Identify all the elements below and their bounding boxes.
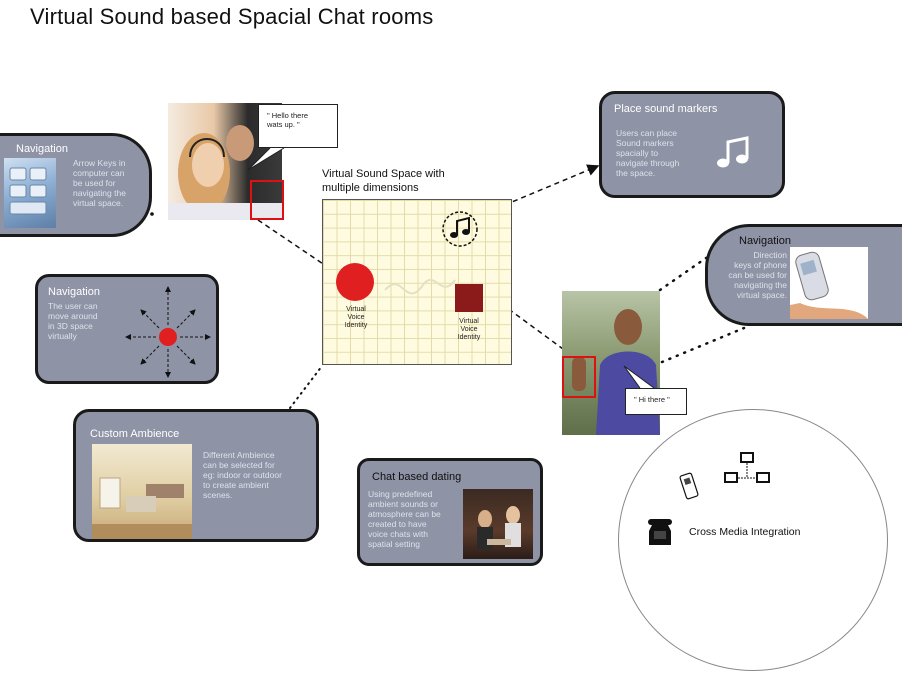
connector-hello-to-space — [257, 219, 340, 275]
voice-identity-red-circle — [336, 263, 374, 301]
voice-identity-dark-square — [455, 284, 483, 312]
panel-chat-dating: Chat based dating Using predefined ambie… — [357, 458, 543, 566]
panel-text: Arrow Keys in computer can be used for n… — [73, 158, 126, 208]
bubble-tail — [247, 147, 285, 171]
dating-scene-image — [463, 489, 533, 559]
sound-wave — [384, 278, 456, 295]
arrows-icon — [125, 286, 211, 378]
panel-place-markers: Place sound markers Users can place Soun… — [599, 91, 785, 198]
panel-text: The user can move around in 3D space vir… — [48, 301, 98, 341]
panel-title: Custom Ambience — [90, 428, 180, 440]
room-interior-image — [92, 444, 192, 539]
panel-text: Direction keys of phone can be used for … — [728, 250, 787, 300]
keyboard-icon — [9, 167, 47, 215]
connector-dot-keyboard — [150, 212, 154, 216]
music-note-icon — [717, 136, 749, 168]
connector-phone-top — [658, 256, 708, 292]
cross-media-circle — [618, 409, 888, 671]
panel-nav-3d: Navigation The user can move around in 3… — [35, 274, 219, 384]
panel-custom-ambience: Custom Ambience Different Ambience can b… — [73, 409, 319, 542]
music-marker-circle — [442, 211, 478, 247]
virtual-sound-space: Virtual Voice Identity Virtual Voice Ide… — [322, 199, 512, 365]
panel-text: Users can place Sound markers spacially … — [616, 128, 680, 178]
space-title-line1: Virtual Sound Space with — [322, 168, 445, 180]
cross-media-label: Cross Media Integration — [689, 526, 801, 538]
phone-icon — [648, 519, 672, 545]
hand-phone-image — [790, 247, 868, 319]
panel-nav-phone: Navigation Direction keys of phone can b… — [705, 224, 902, 326]
panel-text: Different Ambience can be selected for e… — [203, 450, 282, 500]
space-title-line2: multiple dimensions — [322, 182, 419, 194]
page-title: Virtual Sound based Spacial Chat rooms — [30, 4, 434, 29]
panel-title: Navigation — [739, 235, 791, 247]
speech-bubble-hi: " Hi there " — [625, 388, 687, 415]
speech-bubble-hello: " Hello there wats up. " — [258, 104, 338, 148]
mobile-phone-icon — [790, 251, 868, 319]
panel-title: Navigation — [48, 286, 100, 298]
space-title: Virtual Sound Space with multiple dimens… — [322, 167, 445, 195]
bubble-tail — [623, 365, 655, 389]
panel-title: Chat based dating — [372, 471, 462, 483]
keyboard-image — [4, 158, 56, 228]
user-position-dot — [159, 328, 177, 346]
man-phone-photo — [562, 291, 660, 435]
highlight-box — [562, 356, 596, 398]
panel-title: Navigation — [16, 143, 68, 155]
voice-identity-label-left: Virtual Voice Identity — [344, 306, 368, 329]
connector-phone-bottom — [660, 326, 746, 364]
panel-text: Using predefined ambient sounds or atmos… — [368, 489, 441, 549]
mobile-phone-icon — [679, 472, 699, 500]
panel-nav-keyboard: Navigation Arrow Keys in computer can be… — [0, 133, 152, 237]
network-computers-icon — [724, 452, 770, 483]
music-note-icon — [450, 216, 470, 238]
highlight-box — [250, 180, 284, 220]
panel-title: Place sound markers — [614, 103, 718, 115]
voice-identity-label-right: Virtual Voice Identity — [457, 318, 481, 341]
